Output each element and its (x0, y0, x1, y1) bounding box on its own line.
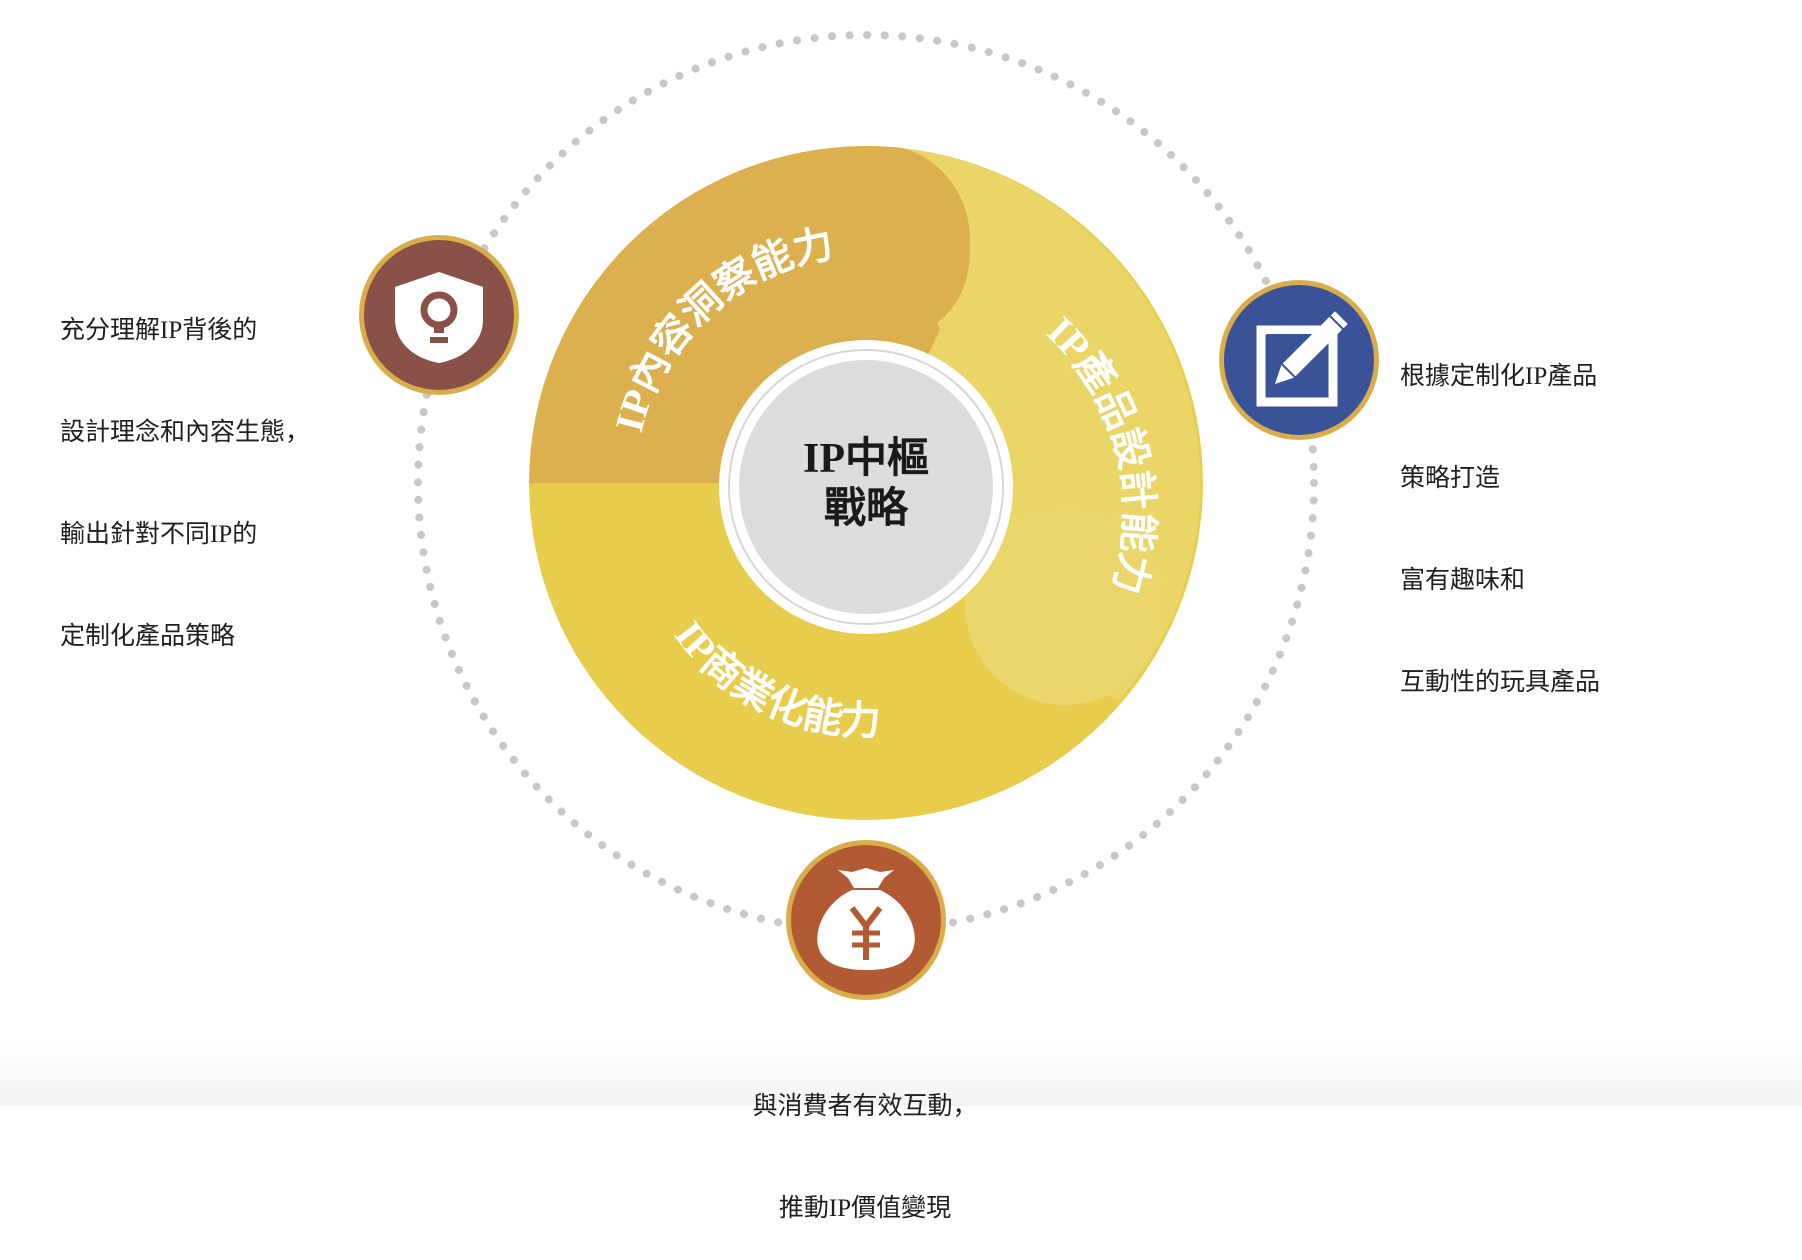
caption-right-line: 根據定制化IP產品 (1400, 363, 1598, 390)
caption-right-line: 策略打造 (1400, 465, 1501, 492)
node-bottom (786, 840, 946, 1000)
caption-right: 根據定制化IP產品 策略打造 富有趣味和 互動性的玩具產品 (1400, 292, 1600, 734)
node-left (359, 235, 519, 395)
caption-bottom-line: 與消費者有效互動， (752, 1093, 978, 1120)
caption-left-line: 充分理解IP背後的 (60, 317, 258, 344)
caption-left-line: 設計理念和內容生態， (60, 419, 311, 446)
caption-bottom-line: 推動IP價值變現 (778, 1195, 952, 1222)
center-title-line2: 戰略 (824, 485, 909, 532)
caption-left-line: 定制化產品策略 (60, 623, 236, 650)
caption-right-line: 富有趣味和 (1400, 567, 1526, 594)
center-hub: IP中樞 戰略 (719, 340, 1013, 634)
capability-disc (529, 146, 1203, 820)
node-right (1219, 280, 1379, 440)
caption-right-line: 互動性的玩具產品 (1400, 669, 1601, 696)
ip-strategy-diagram: IP內容洞察能力 IP產品設計能力 IP商業化能力 IP中樞 戰略 (359, 31, 1379, 1000)
money-bag-yen-icon (817, 868, 915, 970)
caption-left-line: 輸出針對不同IP的 (60, 521, 258, 548)
caption-bottom: 與消費者有效互動， 推動IP價值變現 (0, 1022, 1730, 1260)
caption-left: 充分理解IP背後的 設計理念和內容生態， 輸出針對不同IP的 定制化產品策略 (60, 246, 310, 688)
center-title-line1: IP中樞 (803, 435, 929, 482)
edit-pencil-icon (1256, 311, 1348, 407)
shield-lightbulb-icon (395, 272, 483, 363)
